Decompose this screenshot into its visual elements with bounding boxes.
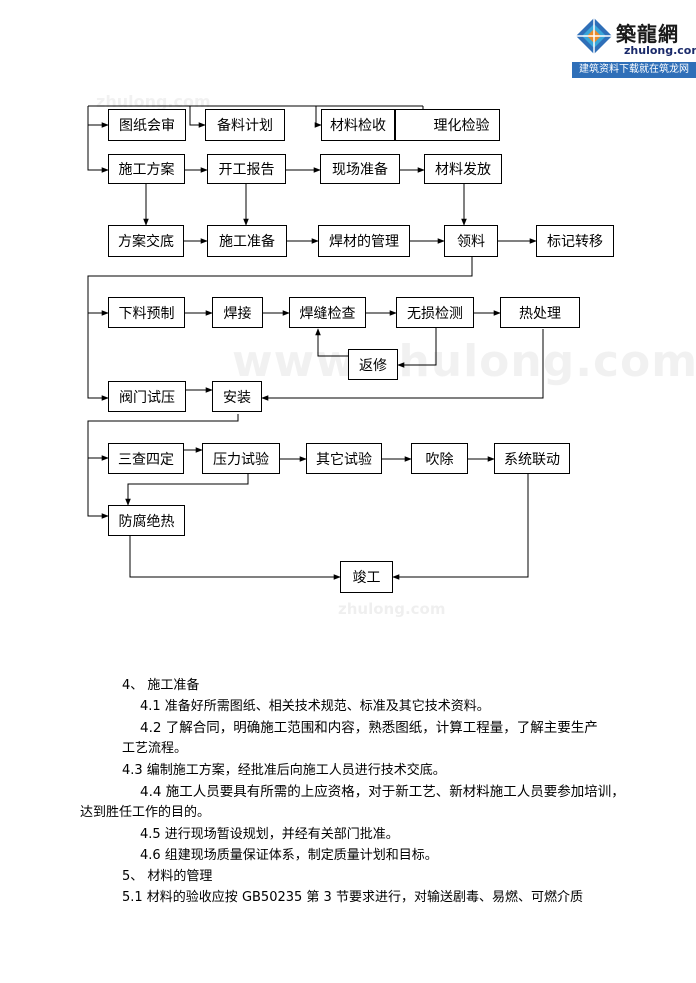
node-installation: 安装 (212, 381, 262, 412)
text-line-4-3: 4.3 编制施工方案，经批准后向施工人员进行技术交底。 (122, 763, 446, 778)
node-material-acceptance: 材料检收 (321, 109, 395, 141)
text-line-5-1: 5.1 材料的验收应按 GB50235 第 3 节要求进行，对输送剧毒、易燃、可… (122, 890, 583, 905)
node-mark-transfer: 标记转移 (536, 225, 614, 257)
text-line-4-2: 4.2 了解合同，明确施工范围和内容，熟悉图纸，计算工程量，了解主要生产 (140, 720, 598, 736)
edge-rail-to-n3 (314, 106, 322, 128)
edge-n17-n19 (397, 328, 437, 368)
watermark-bottom: zhulong.com (338, 600, 446, 618)
text-line-4-4-cont: 达到胜任工作的目的。 (80, 805, 211, 820)
text-line-4-5: 4.5 进行现场暂设规划，并经有关部门批准。 (140, 827, 399, 842)
node-welding: 焊接 (212, 297, 263, 328)
edge-n26-n28 (392, 474, 529, 580)
node-construction-plan: 施工方案 (108, 154, 185, 184)
edge-rail-to-n5 (87, 125, 109, 173)
node-drawing-review: 图纸会审 (108, 109, 186, 141)
edge-n18-n21 (261, 329, 544, 401)
node-three-checks-four-decisions: 三查四定 (108, 443, 184, 474)
edge-n27-n28 (129, 532, 341, 580)
node-physchem-test: 理化检验 (395, 109, 500, 141)
node-other-tests: 其它试验 (306, 443, 382, 474)
node-heat-treatment: 热处理 (500, 297, 580, 328)
node-anticorrosion-insulation: 防腐绝热 (108, 505, 185, 536)
text-line-4-2-cont: 工艺流程。 (122, 741, 188, 756)
node-repair: 返修 (348, 349, 398, 380)
edge-rail-to-n20 (87, 313, 109, 401)
node-pressure-test: 压力试验 (202, 443, 280, 474)
edge-n19-n16 (315, 328, 348, 357)
edge-rail-to-n27 (87, 458, 109, 519)
construction-flowchart: 图纸会审 备料计划 材料检收 理化检验 施工方案 开工报告 现场准备 材料发放 … (87, 105, 614, 593)
node-valve-pressure-test: 阀门试压 (108, 381, 186, 412)
node-ndt: 无损检测 (396, 297, 474, 328)
node-material-issue: 材料发放 (424, 154, 502, 184)
node-cutting-prefab: 下料预制 (108, 297, 185, 328)
node-construction-prep: 施工准备 (207, 225, 287, 257)
section-5-heading: 5、 材料的管理 (122, 869, 213, 884)
logo-slogan: 建筑资料下载就在筑龙网 (572, 62, 696, 78)
node-site-preparation: 现场准备 (320, 154, 400, 184)
edge-n23-n27 (125, 474, 249, 506)
node-completion: 竣工 (340, 561, 393, 593)
watermark-center: www.zhulong.com (232, 336, 696, 387)
flowchart-connectors (87, 105, 544, 580)
zhulong-diamond-logo-icon (576, 18, 612, 54)
edge-rail-to-n2 (189, 106, 206, 128)
section-4-heading: 4、 施工准备 (122, 678, 200, 693)
edge-n12-to-n14 (87, 257, 473, 316)
node-material-pickup: 领料 (444, 225, 498, 257)
text-line-4-1: 4.1 准备好所需图纸、相关技术规范、标准及其它技术资料。 (140, 699, 490, 714)
node-plan-briefing: 方案交底 (108, 225, 184, 257)
node-material-plan: 备料计划 (205, 109, 285, 141)
node-system-linkage: 系统联动 (494, 443, 570, 474)
node-welding-material-mgmt: 焊材的管理 (318, 225, 410, 257)
edge-rail-to-n1 (87, 106, 109, 128)
logo-url: zhulong.com (624, 44, 696, 57)
zhulong-logo: 築龍網 zhulong.com 建筑资料下载就在筑龙网 (572, 6, 696, 78)
node-start-report: 开工报告 (207, 154, 286, 184)
node-purging: 吹除 (411, 443, 468, 474)
text-line-4-6: 4.6 组建现场质量保证体系，制定质量计划和目标。 (140, 848, 438, 863)
node-weld-inspection: 焊缝检查 (289, 297, 366, 328)
text-line-4-4: 4.4 施工人员要具有所需的上应资格，对于新工艺、新材料施工人员要参加培训， (140, 784, 625, 800)
logo-name: 築龍網 (616, 22, 679, 46)
edge-n21-to-n22 (87, 414, 239, 461)
